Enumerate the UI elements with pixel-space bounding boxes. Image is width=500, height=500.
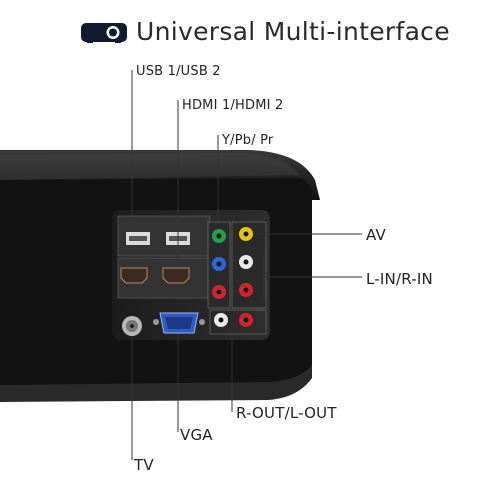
tv-coax-port (122, 316, 142, 336)
page-title: Universal Multi-interface (136, 17, 450, 46)
callout-lines (131, 70, 362, 460)
usb-label: USB 1/USB 2 (136, 64, 221, 79)
hdmi-label: HDMI 1/HDMI 2 (182, 98, 284, 113)
rout-lout-label: R-OUT/L-OUT (236, 404, 337, 422)
av-label: AV (366, 226, 386, 244)
tv-label: TV (134, 456, 154, 474)
audio-jacks (209, 221, 267, 335)
rear-panel (112, 210, 270, 340)
lin-rin-label: L-IN/R-IN (366, 270, 433, 288)
hdmi-ports (120, 267, 190, 284)
vga-label: VGA (180, 426, 213, 444)
component-jacks (207, 221, 231, 309)
ypbpr-label: Y/Pb/ Pr (222, 133, 274, 148)
vga-port (153, 312, 205, 334)
projector-icon (81, 23, 127, 43)
header: Universal Multi-interface (0, 0, 500, 60)
